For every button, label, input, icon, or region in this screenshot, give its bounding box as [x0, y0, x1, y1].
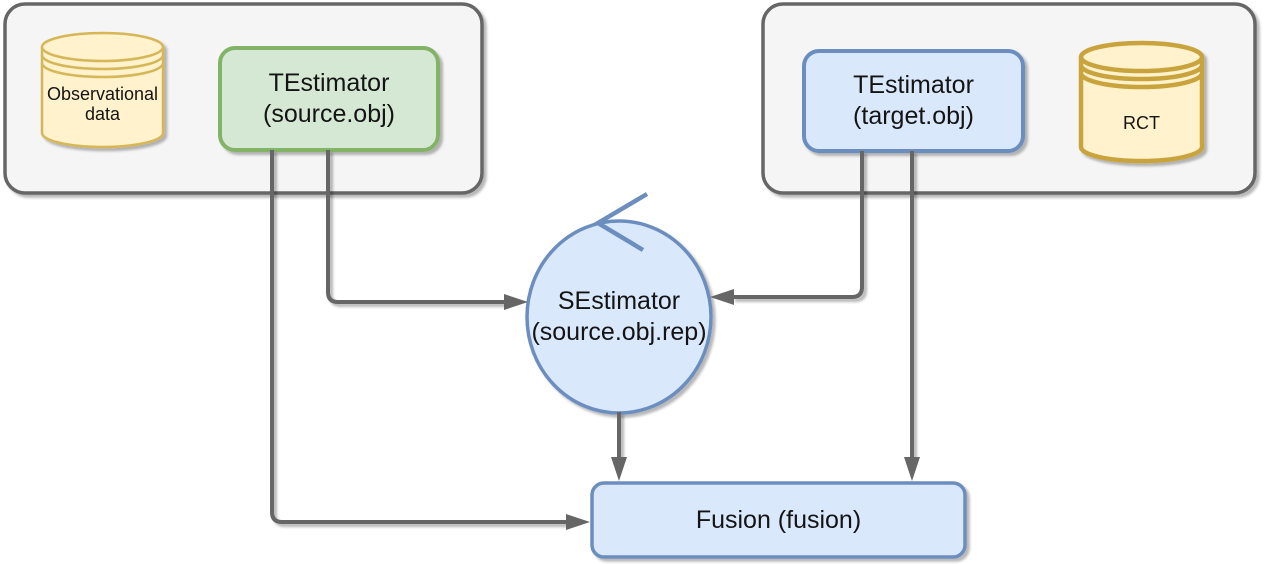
arrowhead [611, 457, 627, 481]
arrow-source-to-sestimator [326, 150, 506, 304]
sestimator-circle [525, 219, 713, 415]
edge-arrowheads [504, 289, 920, 530]
testimator-target-node [802, 49, 1025, 153]
edges-arrows [270, 150, 914, 524]
loop-arrow-icon [593, 192, 649, 252]
testimator-source-node [218, 46, 440, 152]
cylinder-body [1078, 40, 1205, 164]
cylinder-body [40, 31, 165, 149]
rct-cylinder [1078, 40, 1205, 164]
arrow-source-to-fusion [270, 150, 566, 524]
edges-plain [163, 99, 1082, 111]
arrowhead [710, 289, 734, 305]
arrowhead [904, 457, 920, 481]
arrow-target-to-sestimator [732, 151, 864, 299]
arrowhead [504, 294, 528, 310]
arrowhead [566, 514, 590, 530]
cylinder-rim-arcs [40, 46, 165, 79]
fusion-node [590, 481, 967, 559]
cylinder-rim-arcs [1078, 56, 1205, 90]
observational-data-cylinder [40, 31, 165, 149]
